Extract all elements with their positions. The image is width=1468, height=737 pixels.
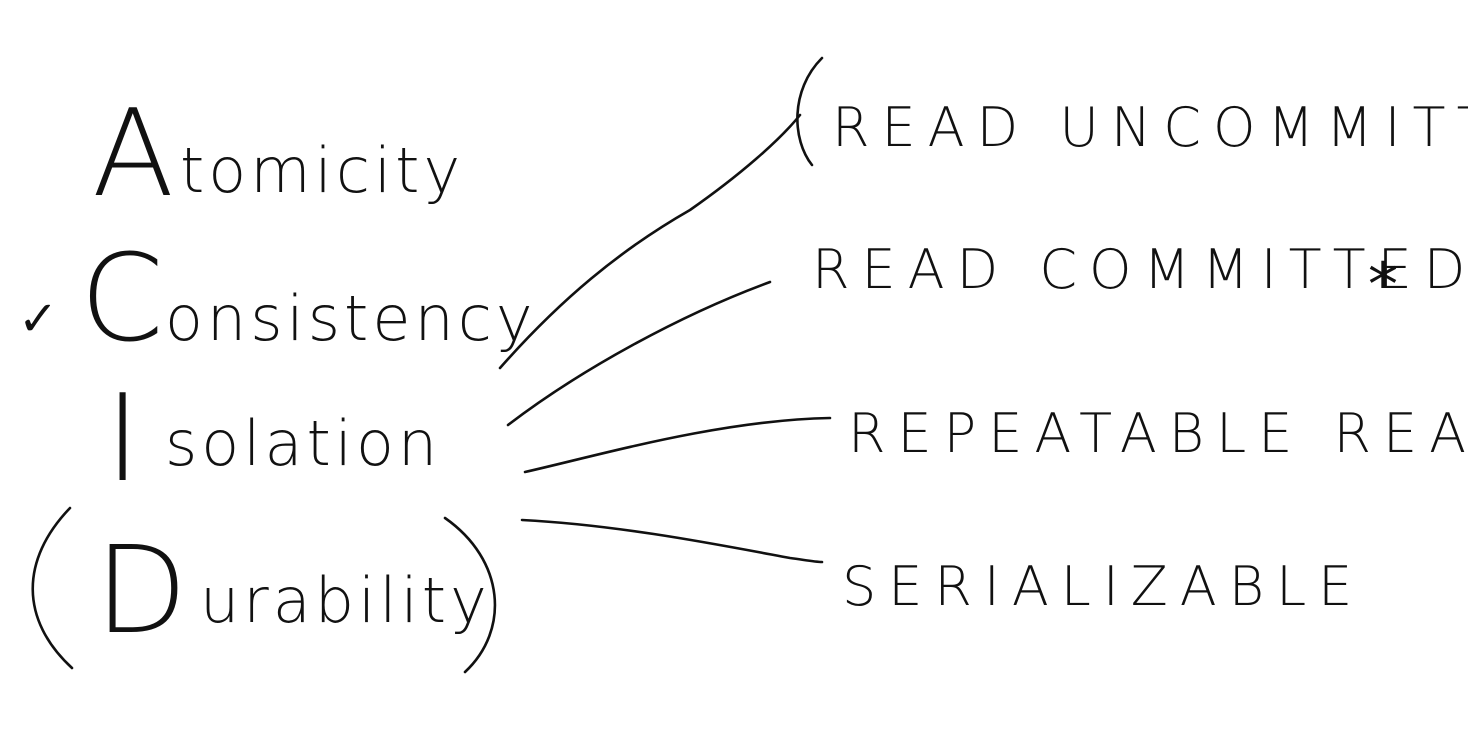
atomicity-initial: A xyxy=(92,85,178,224)
acid-durability: D urability xyxy=(95,522,491,661)
star-mark: * xyxy=(1368,250,1398,320)
uncommitted-left-paren xyxy=(796,56,824,167)
level-read-committed: READ COMMITTED xyxy=(812,238,1468,301)
durability-right-paren xyxy=(443,516,497,674)
durability-rest: urability xyxy=(200,564,491,637)
durability-initial: D xyxy=(95,522,191,661)
connector-serializable xyxy=(520,518,824,564)
check-mark: ✓ xyxy=(18,291,58,347)
level-read-uncommitted: READ UNCOMMITTED xyxy=(832,96,1468,159)
isolation-initial: I xyxy=(105,370,144,509)
connector-repeatable-read xyxy=(523,416,832,474)
isolation-rest: solation xyxy=(165,407,441,480)
consistency-initial: C xyxy=(80,230,168,369)
durability-left-paren xyxy=(31,506,74,670)
atomicity-rest: tomicity xyxy=(180,134,464,207)
acid-consistency: C onsistency xyxy=(80,230,537,369)
acid-list: A tomicity C onsistency I solation D ura… xyxy=(80,85,537,661)
acid-isolation: I solation xyxy=(105,370,441,509)
connector-read-uncommitted xyxy=(498,113,802,370)
connectors xyxy=(498,113,832,564)
acid-atomicity: A tomicity xyxy=(92,85,464,224)
isolation-levels: READ UNCOMMITTED READ COMMITTED REPEATAB… xyxy=(812,96,1468,618)
level-repeatable-read: REPEATABLE READ xyxy=(848,402,1468,465)
connector-read-committed xyxy=(506,280,772,427)
level-serializable: SERIALIZABLE xyxy=(842,555,1364,618)
consistency-rest: onsistency xyxy=(165,282,537,355)
